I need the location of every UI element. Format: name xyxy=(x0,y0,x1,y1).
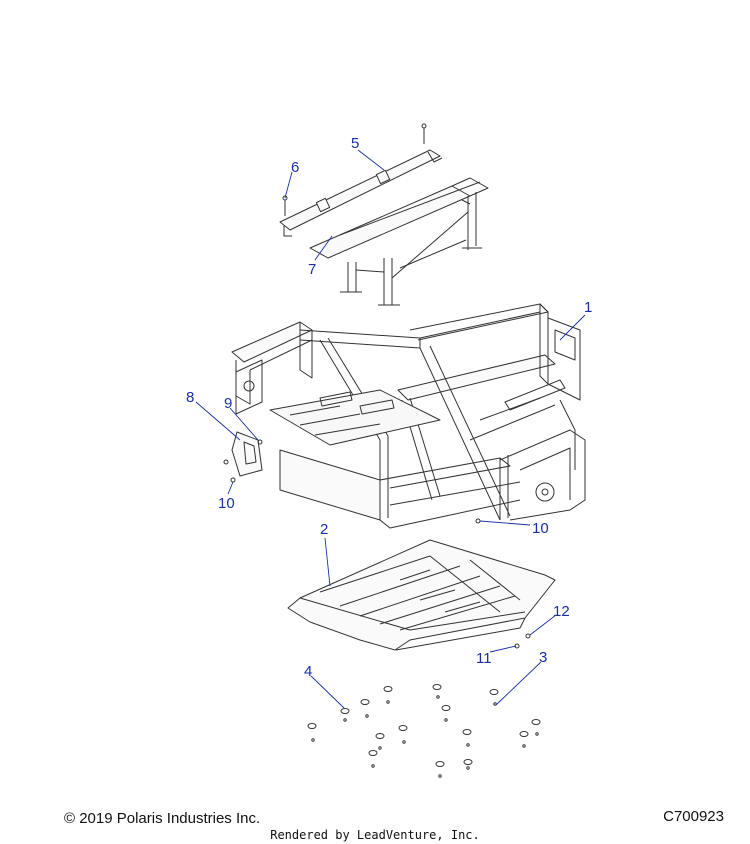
main-frame xyxy=(231,303,586,529)
skid-hardware xyxy=(514,633,531,649)
callout-1[interactable]: 1 xyxy=(584,299,593,316)
callout-11[interactable]: 11 xyxy=(476,650,492,667)
copyright-text: © 2019 Polaris Industries Inc. xyxy=(64,810,261,827)
callout-8[interactable]: 8 xyxy=(186,389,195,406)
leader-lines xyxy=(195,149,586,709)
skid-plate xyxy=(287,539,556,651)
rear-bar-assembly xyxy=(279,123,443,237)
callout-10-frame[interactable]: 10 xyxy=(532,520,549,537)
callout-9[interactable]: 9 xyxy=(224,395,233,412)
diagram-code: C700923 xyxy=(663,808,724,825)
callout-6[interactable]: 6 xyxy=(291,159,300,176)
callout-4[interactable]: 4 xyxy=(304,663,313,680)
callout-10-bracket[interactable]: 10 xyxy=(218,495,235,512)
rack-frame xyxy=(309,177,489,306)
callout-7[interactable]: 7 xyxy=(308,261,317,278)
fastener-field xyxy=(307,684,541,778)
loose-fastener xyxy=(475,518,481,524)
callout-12[interactable]: 12 xyxy=(553,603,570,620)
callout-3[interactable]: 3 xyxy=(539,649,548,666)
rendered-by-text: Rendered by LeadVenture, Inc. xyxy=(270,828,480,842)
callout-5[interactable]: 5 xyxy=(351,135,360,152)
side-bracket xyxy=(223,431,263,483)
callout-2[interactable]: 2 xyxy=(320,521,329,538)
